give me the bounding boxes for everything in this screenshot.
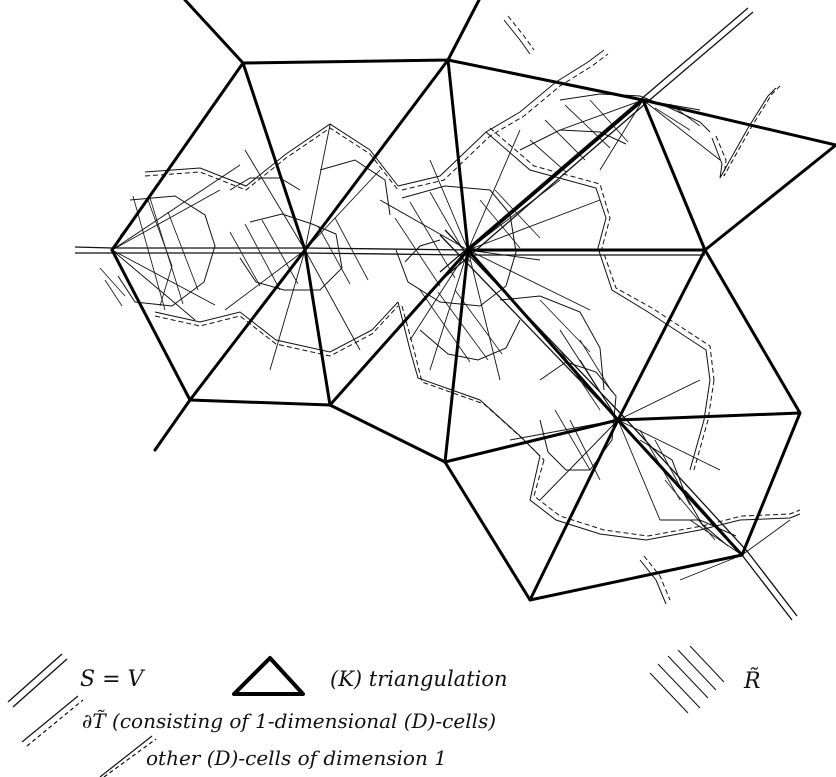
legend-hatch-symbol xyxy=(649,645,725,714)
legend-triangulation: (K) triangulation xyxy=(330,667,508,691)
legend-triangle-symbol xyxy=(232,656,305,696)
legend-other-cells: other (D)-cells of dimension 1 xyxy=(146,746,447,770)
legend-double-line-symbol xyxy=(7,653,68,708)
subdivision-lines xyxy=(111,99,791,581)
boundary-t-tilde xyxy=(144,15,801,605)
cell-outlines xyxy=(117,93,737,547)
legend-s-equals-v: S = V xyxy=(80,667,145,692)
legend-boundary-t: ∂T̃ (consisting of 1-dimensional (D)-cel… xyxy=(82,709,496,733)
legend-r-tilde: R̃ xyxy=(743,668,761,694)
hatched-region-r xyxy=(99,99,736,547)
legend-dashed-double-symbol xyxy=(21,695,84,747)
legend: S = V (K) triangulation R̃ ∂T̃ (consisti… xyxy=(7,645,761,777)
legend-dashed-single-symbol xyxy=(99,735,157,777)
triangulation-edges xyxy=(110,0,836,602)
